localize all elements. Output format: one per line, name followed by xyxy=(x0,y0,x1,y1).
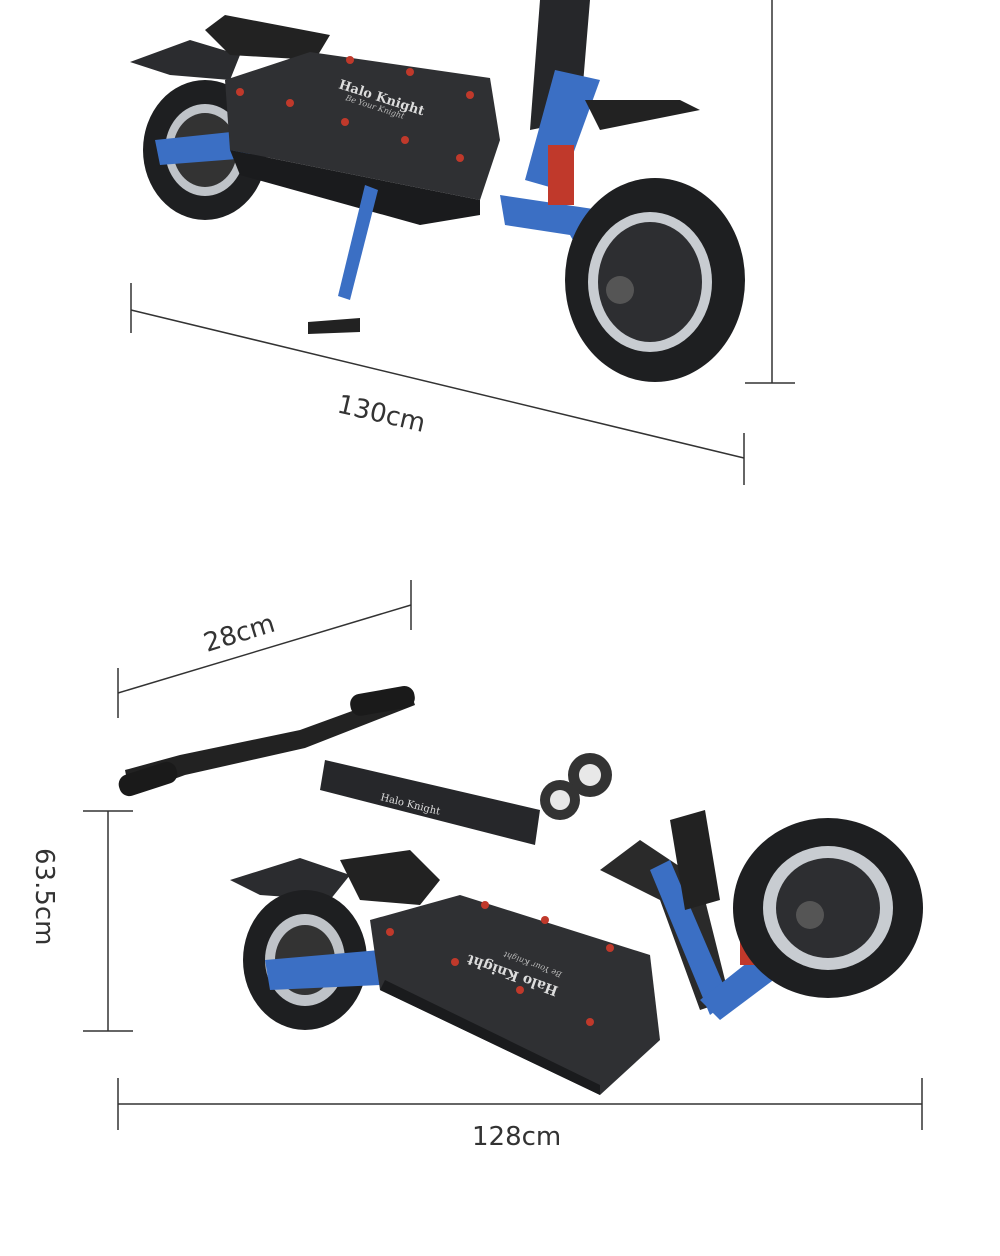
front-fender xyxy=(585,100,700,130)
folded-stem xyxy=(320,760,540,845)
rear-swing-arm xyxy=(155,130,250,165)
deck xyxy=(370,895,660,1095)
handlebar-width-label: 28cm xyxy=(200,609,278,659)
handlebar xyxy=(125,690,415,795)
rear-fender xyxy=(130,40,240,80)
front-fork xyxy=(525,70,600,190)
handlebar-width-dimension-line xyxy=(117,580,412,718)
rear-rack xyxy=(205,15,330,60)
kickstand xyxy=(338,185,378,300)
height-dimension-line xyxy=(745,0,795,384)
left-grip xyxy=(118,761,178,797)
scooter-side-view: Halo Knight Be Your Knight xyxy=(130,0,745,382)
front-fender xyxy=(670,810,720,910)
scooter-folded-view: Halo Knight Halo Knight Be Your Knight xyxy=(118,686,923,1095)
folded-length-dimension-line xyxy=(117,1078,923,1130)
rear-fender xyxy=(230,858,350,900)
folded-height-label: 63.5cm xyxy=(29,848,59,946)
folded-height-dimension-line xyxy=(83,810,133,1032)
suspension-spring xyxy=(548,145,574,205)
deck xyxy=(225,52,500,200)
length-label: 130cm xyxy=(334,390,428,439)
rear-rack xyxy=(340,850,440,905)
length-dimension-line xyxy=(130,283,745,485)
deck-bolts xyxy=(236,56,474,162)
kickstand-foot xyxy=(308,318,360,334)
rear-swing-arm xyxy=(265,950,380,990)
front-swing-arm xyxy=(650,860,730,1015)
deck-battery-box xyxy=(230,150,480,225)
front-wheel xyxy=(733,818,923,998)
folded-length-label: 128cm xyxy=(472,1122,561,1152)
right-grip xyxy=(350,686,415,716)
front-wheel xyxy=(565,178,745,382)
deck-bolts xyxy=(386,901,614,1026)
